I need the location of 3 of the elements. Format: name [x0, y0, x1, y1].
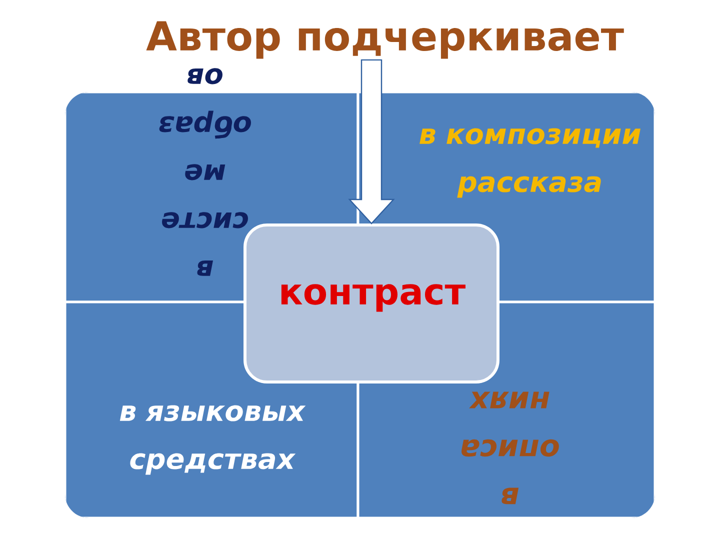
arrow: [348, 59, 395, 224]
heading: Автор подчеркивает: [146, 21, 624, 59]
node-label: ов: [188, 68, 222, 84]
